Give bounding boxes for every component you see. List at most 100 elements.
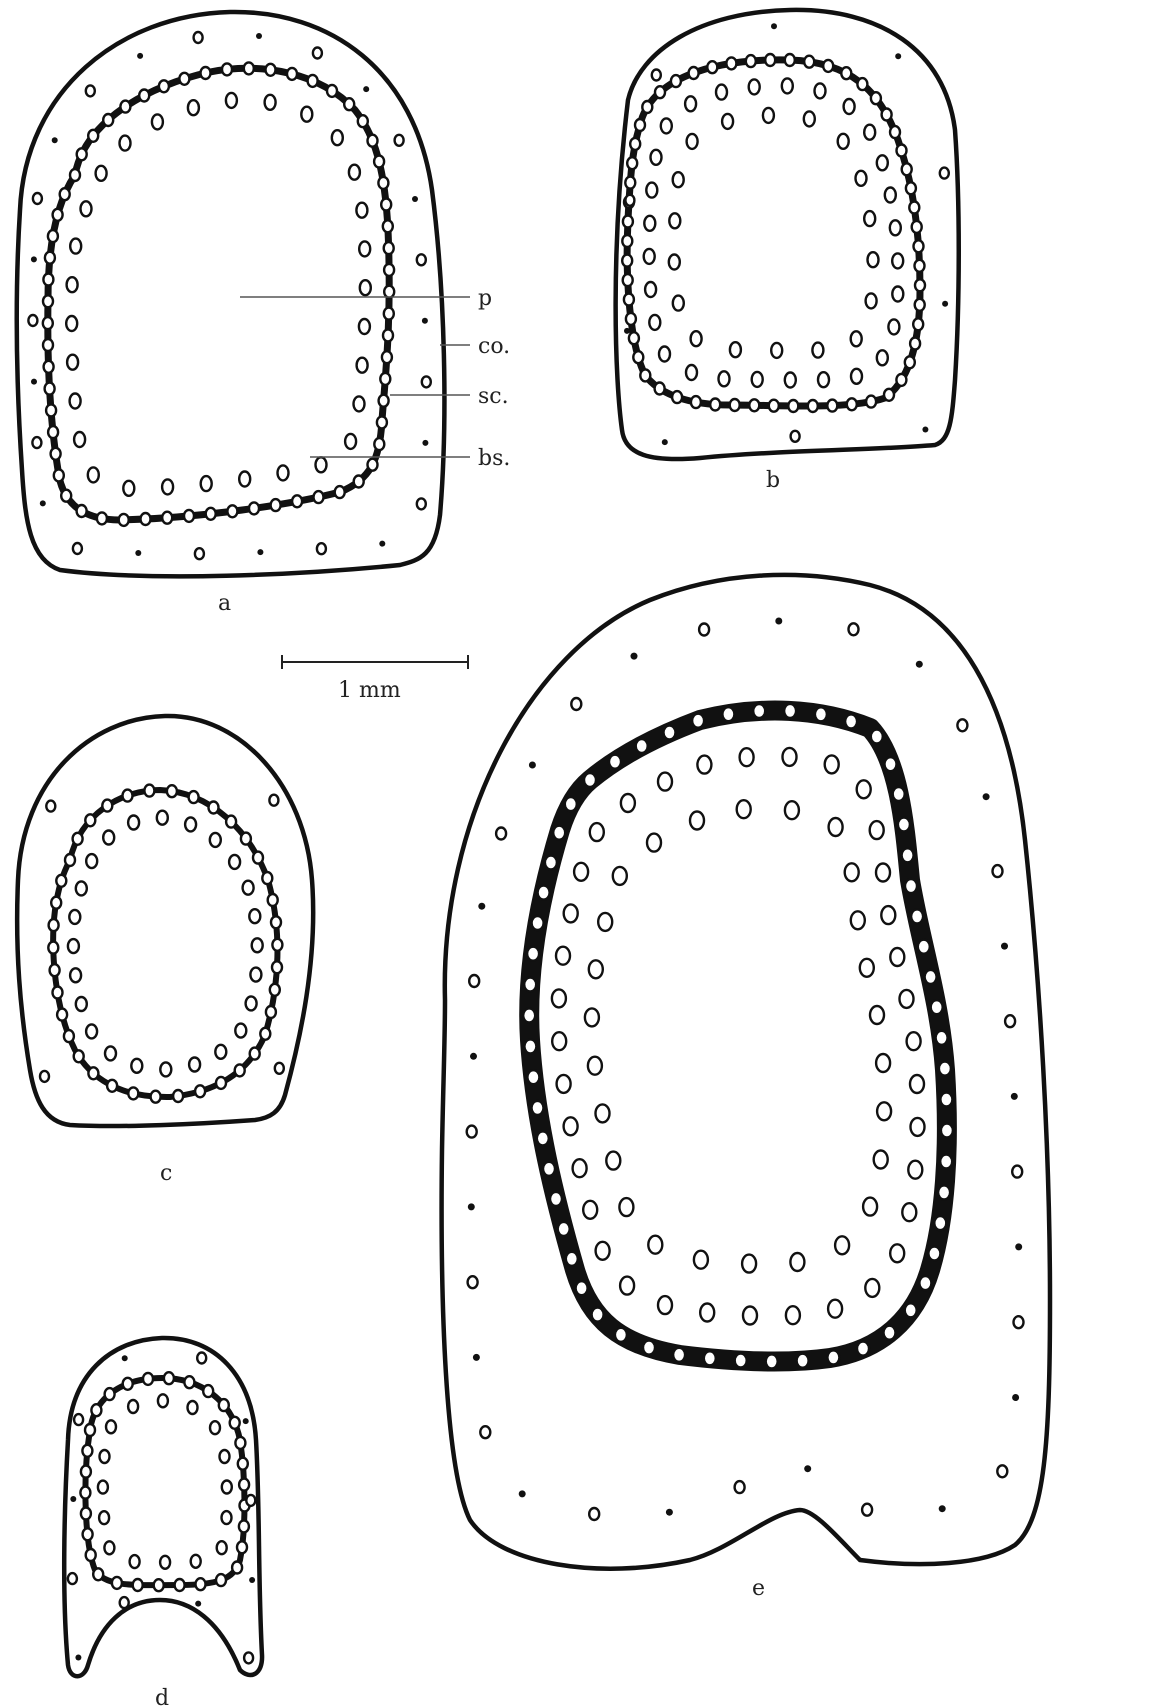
cortex-bundle [983,793,990,800]
vascular-bundle [81,1466,91,1478]
vascular-bundle [685,96,696,111]
vascular-bundle [647,834,661,852]
vascular-bundle [644,216,655,231]
vascular-bundle [96,166,107,181]
vascular-bundle [566,1252,578,1266]
vascular-bundle [272,939,282,951]
vascular-bundle [377,416,387,428]
vascular-bundle [893,787,905,801]
vascular-bundle [716,85,727,100]
vascular-bundle [907,1032,921,1050]
vascular-bundle [862,1504,872,1516]
vascular-bundle [162,512,172,524]
cortex-bundle [379,541,385,547]
vascular-bundle [67,277,78,292]
vascular-bundle [469,975,479,987]
vascular-bundle [154,1579,164,1591]
vascular-bundle [902,1203,916,1221]
vascular-bundle [239,1520,249,1532]
vascular-bundle [997,1465,1007,1477]
panel-e: e [442,575,1050,1601]
vascular-bundle [649,315,660,330]
vascular-bundle [687,134,698,149]
vascular-bundle [383,329,393,341]
vascular-bundle [88,130,98,142]
vascular-bundle [765,54,775,66]
vascular-bundle [85,1424,95,1436]
vascular-bundle [46,404,56,416]
vascular-bundle [360,280,371,295]
vascular-bundle [881,906,895,924]
panel-c-pith-bundles [68,811,263,1077]
vascular-bundle [74,1050,84,1062]
vascular-bundle [827,1350,839,1364]
vascular-bundle [699,624,709,636]
vascular-bundle [44,361,54,373]
vascular-bundle [743,1307,757,1325]
cortex-bundle [775,618,782,625]
vascular-bundle [195,548,204,559]
vascular-bundle [626,313,636,325]
vascular-bundle [552,989,566,1007]
vascular-bundle [194,32,203,43]
vascular-bundle [43,274,53,286]
vascular-bundle [185,817,196,831]
vascular-bundle [902,848,914,862]
vascular-bundle [76,881,87,895]
vascular-bundle [417,498,426,509]
vascular-bundle [57,1009,67,1021]
cortex-bundle [75,1655,81,1661]
vascular-bundle [270,984,280,996]
vascular-bundle [383,220,393,232]
vascular-bundle [939,1062,951,1076]
vascular-bundle [673,1348,685,1362]
cortex-bundle [1011,1093,1018,1100]
vascular-bundle [215,1045,226,1059]
scale-bar: 1 mm [282,655,468,703]
vascular-bundle [275,1063,284,1074]
vascular-bundle [313,48,322,59]
vascular-bundle [841,67,851,79]
vascular-bundle [630,138,640,150]
vascular-bundle [905,1303,917,1317]
vascular-bundle [655,86,665,98]
vascular-bundle [249,502,259,514]
vascular-bundle [527,1070,539,1084]
vascular-bundle [621,794,635,812]
vascular-bundle [160,1062,171,1076]
vascular-bundle [856,171,867,186]
vascular-bundle [216,1574,226,1586]
vascular-bundle [532,916,544,930]
vascular-bundle [818,372,829,387]
vascular-bundle [689,67,699,79]
vascular-bundle [61,490,71,502]
vascular-bundle [583,1201,597,1219]
vascular-bundle [783,748,797,766]
vascular-bundle [179,73,189,85]
cortex-bundle [771,23,777,29]
vascular-bundle [913,318,923,330]
vascular-bundle [845,863,859,881]
cortex-bundle [195,1601,201,1607]
vascular-bundle [77,505,87,517]
vascular-bundle [876,864,890,882]
vascular-bundle [191,1555,201,1568]
vascular-bundle [804,56,814,68]
vascular-bundle [645,282,656,297]
vascular-bundle [368,135,378,147]
vascular-bundle [648,1236,662,1254]
vascular-bundle [86,1024,97,1038]
vascular-bundle [56,875,66,887]
vascular-bundle [278,465,289,480]
vascular-bundle [308,75,318,87]
vascular-bundle [359,319,370,334]
vascular-bundle [253,852,263,864]
vascular-bundle [244,62,254,74]
vascular-bundle [624,294,634,306]
vascular-bundle [584,773,596,787]
cortex-bundle [662,439,668,445]
cortex-bundle [70,1496,76,1502]
vascular-bundle [890,948,904,966]
vascular-bundle [644,249,655,264]
vascular-bundle [845,714,857,728]
